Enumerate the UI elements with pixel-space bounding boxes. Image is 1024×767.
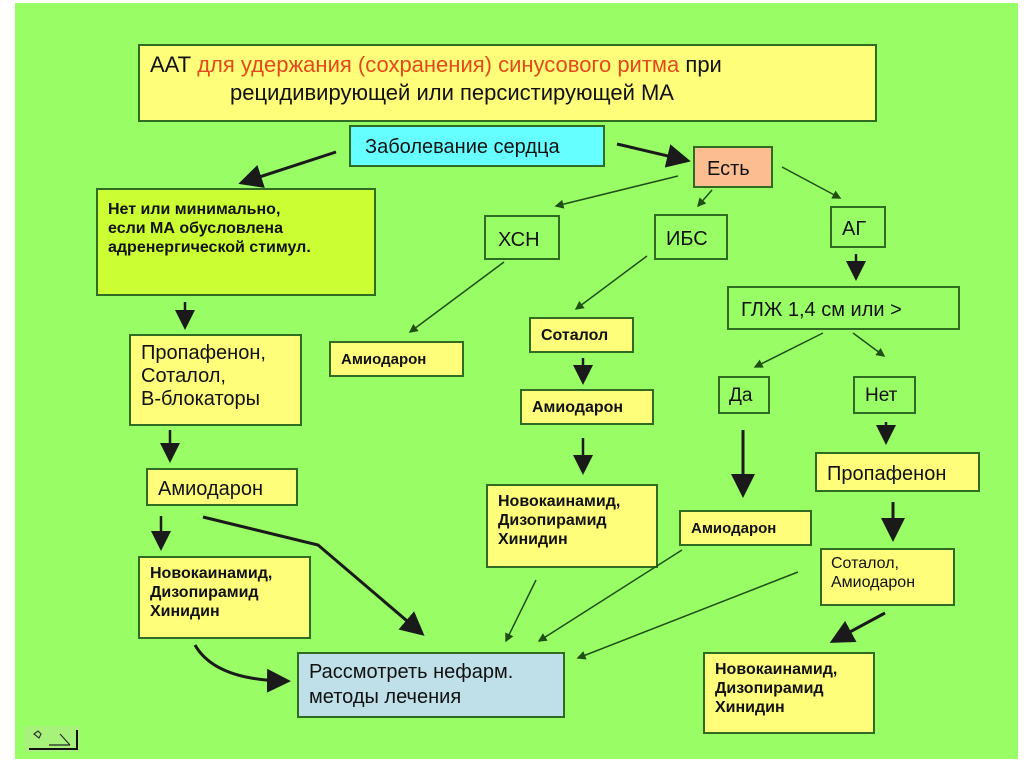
node-nonpharm: Рассмотреть нефарм. методы лечения — [297, 652, 565, 718]
node-no-class1: Новокаинамид, Дизопирамид Хинидин — [703, 652, 875, 734]
node-ibs-class1: Новокаинамид, Дизопирамид Хинидин — [486, 484, 658, 568]
title-part-3: при — [679, 52, 722, 77]
node-no: Нет — [853, 376, 916, 414]
title-box: ААТ для удержания (сохранения) синусовог… — [138, 44, 877, 122]
node-yes: Да — [718, 376, 770, 414]
node-left-drugs: Пропафенон, Соталол, В-блокаторы — [129, 334, 302, 426]
node-no-sotalol-amiodarone: Соталол, Амиодарон — [820, 548, 955, 606]
node-ibs: ИБС — [654, 214, 728, 260]
node-yes-amiodarone: Амиодарон — [679, 510, 812, 546]
node-heart-disease: Заболевание сердца — [349, 125, 605, 167]
node-hsn-amiodarone: Амиодарон — [329, 341, 464, 377]
node-left-class1: Новокаинамид, Дизопирамид Хинидин — [138, 556, 311, 639]
node-present: Есть — [693, 146, 773, 188]
node-ibs-sotalol: Соталол — [529, 317, 634, 353]
node-glzh: ГЛЖ 1,4 см или > — [727, 286, 960, 330]
title-line-1: ААТ для удержания (сохранения) синусовог… — [150, 52, 875, 78]
title-part-1: ААТ — [150, 52, 198, 77]
node-no-propafenone: Пропафенон — [815, 452, 980, 492]
title-line-2: рецидивирующей или персистирующей МА — [230, 80, 674, 106]
node-ibs-amiodarone: Амиодарон — [520, 389, 654, 425]
node-ag: АГ — [830, 206, 886, 248]
node-hsn: ХСН — [484, 215, 560, 260]
title-highlight: для удержания (сохранения) синусового ри… — [197, 52, 680, 77]
node-left-amiodarone: Амиодарон — [146, 468, 298, 506]
node-none-minimal: Нет или минимально, если МА обусловлена … — [96, 188, 376, 296]
slide-nav-icon[interactable] — [24, 726, 80, 752]
